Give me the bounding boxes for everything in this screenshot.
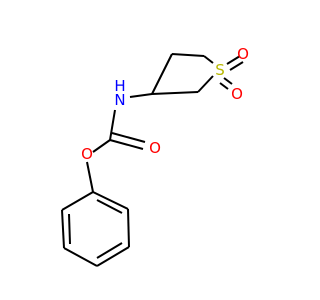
atom-sulfur: S xyxy=(215,61,225,79)
atom-sulfone-oxygen-2: O xyxy=(231,85,243,103)
bond-ph-inner-2 xyxy=(96,242,123,259)
bond-ccarbonyl-o-b xyxy=(111,132,146,143)
bond-oester-cipso xyxy=(86,161,94,193)
atom-carbonyl-oxygen: O xyxy=(149,139,161,157)
atom-ester-oxygen: O xyxy=(81,145,93,163)
bond-s-o2-a xyxy=(223,77,233,85)
atom-amine-nitrogen: N xyxy=(114,91,125,109)
bond-ph-1-2 xyxy=(92,191,129,210)
carbamate-chain xyxy=(86,93,153,193)
bond-c5-s xyxy=(203,55,214,64)
thiolane-ring xyxy=(151,53,214,95)
bond-c2-c3 xyxy=(151,91,199,95)
bond-ccarbonyl-oester xyxy=(92,139,111,153)
bond-s-o2-b xyxy=(219,82,229,90)
bond-c3-n xyxy=(129,93,153,98)
bond-ph-inner-3 xyxy=(68,213,71,245)
atom-labels: S O O N H O O xyxy=(81,45,249,163)
bond-ph-2-3 xyxy=(127,208,130,248)
sulfone-bonds xyxy=(219,55,244,90)
bond-c4-c5 xyxy=(171,53,205,57)
phenyl-ring xyxy=(61,191,130,267)
bond-s-o1-a xyxy=(226,55,241,65)
molecule-structure: S O O N H O O xyxy=(61,45,249,267)
atom-sulfone-oxygen-1: O xyxy=(237,45,249,63)
bond-ph-3-4 xyxy=(96,246,130,267)
bond-n-ccarbonyl xyxy=(109,109,116,141)
bond-s-c2 xyxy=(197,75,214,93)
bond-ccarbonyl-o-a xyxy=(109,139,144,150)
bond-c3-c4 xyxy=(151,53,173,95)
bond-ph-6-1 xyxy=(61,191,94,211)
bond-s-o1-b xyxy=(229,61,244,71)
atom-amine-hydrogen: H xyxy=(114,77,125,95)
bond-ph-inner-1 xyxy=(96,199,123,214)
bond-ph-5-6 xyxy=(61,209,65,249)
bond-ph-4-5 xyxy=(63,247,98,267)
